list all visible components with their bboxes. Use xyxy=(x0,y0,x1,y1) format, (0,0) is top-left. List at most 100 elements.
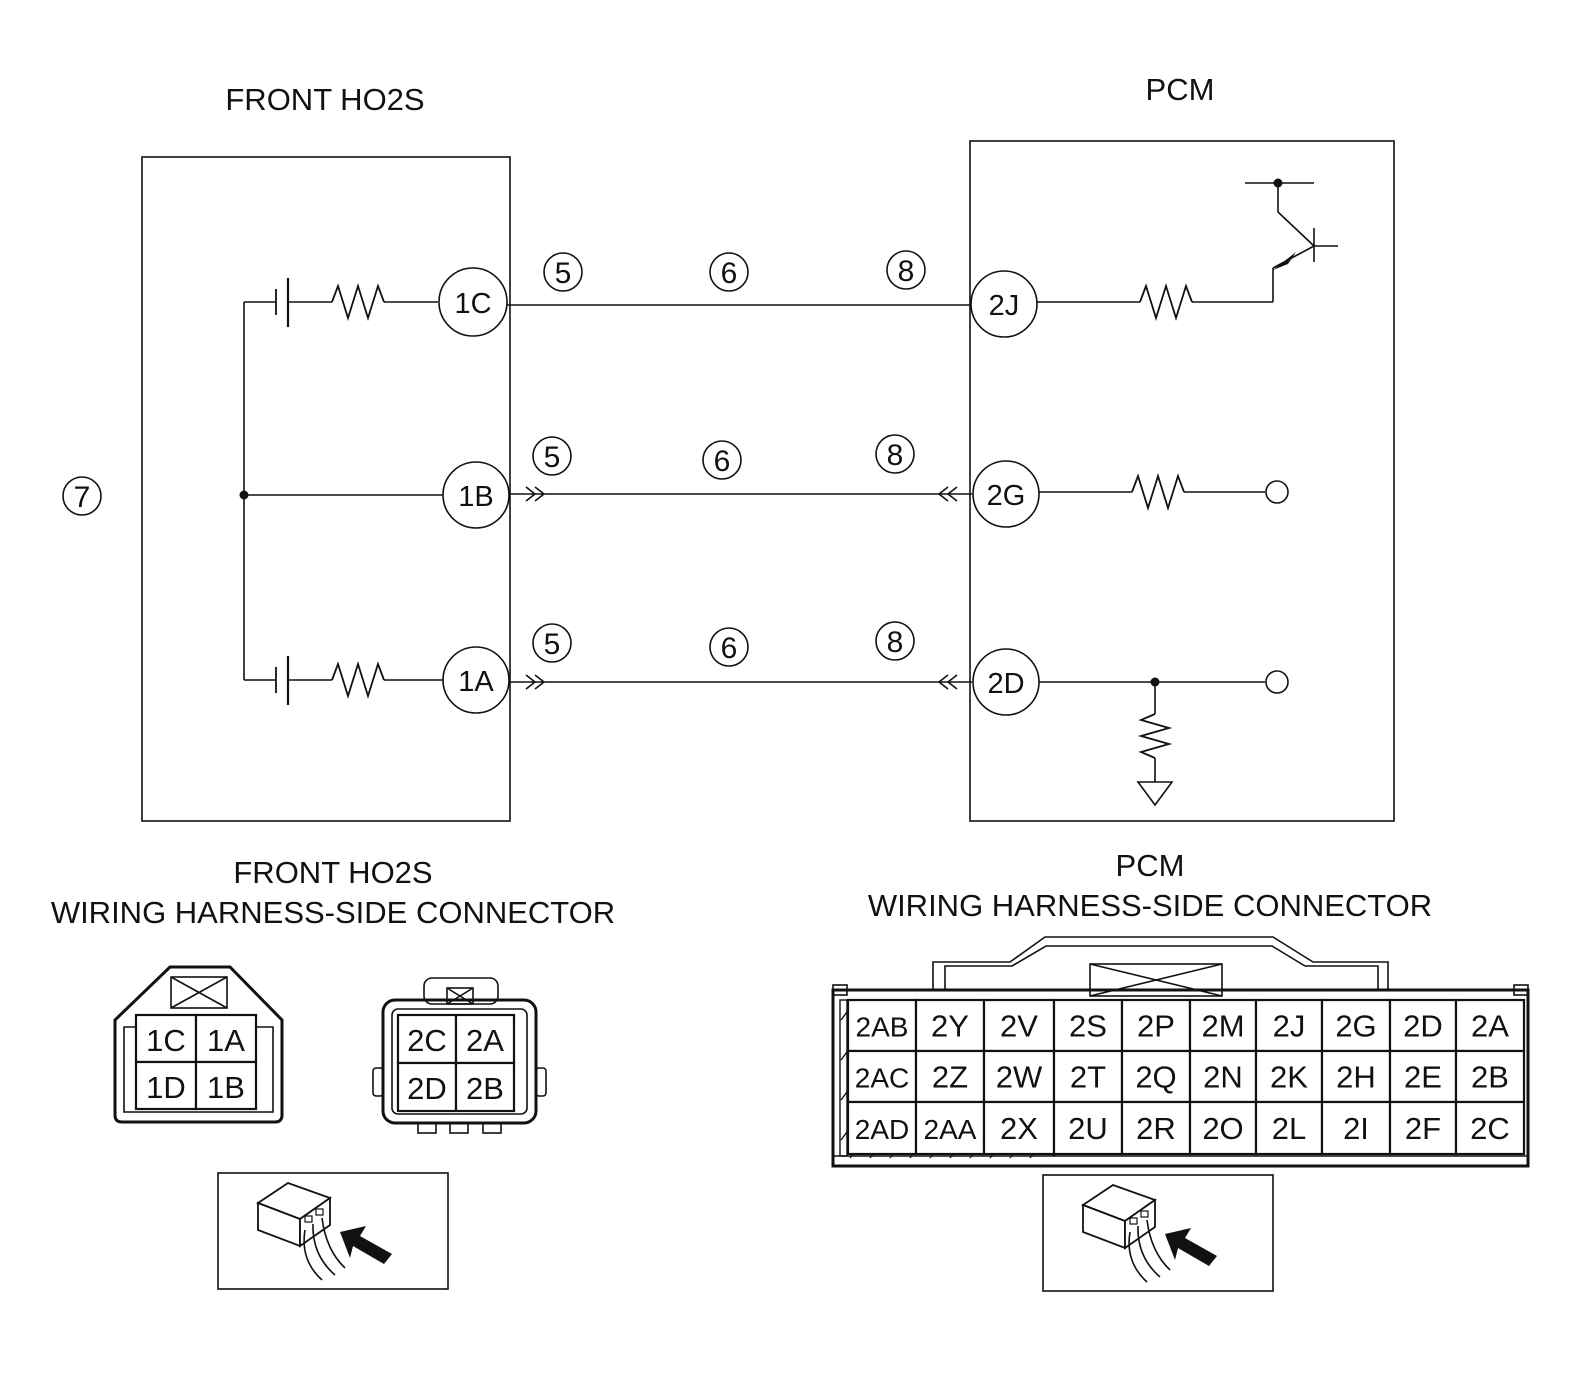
pcm-connector-cell xyxy=(846,998,918,1053)
pcm-connector-cell-label: 2D xyxy=(1403,1009,1443,1044)
connector-chevron xyxy=(937,674,949,690)
callout-5: 5 xyxy=(543,252,583,292)
pcm-connector-cell xyxy=(1188,1049,1258,1104)
pcm-connector-cell xyxy=(914,1100,986,1156)
pcm-connector-cell xyxy=(1120,1100,1192,1156)
pcm-connector-cell-label: 2O xyxy=(1202,1111,1243,1146)
pcm-connector-cell-label: 2S xyxy=(1069,1009,1107,1044)
connector-chevron xyxy=(946,486,958,502)
harness-wires xyxy=(507,304,972,690)
svg-text:6: 6 xyxy=(721,632,738,665)
pcm-connector-cell-label: 2AB xyxy=(856,1012,909,1043)
svg-text:8: 8 xyxy=(898,255,915,288)
transistor-icon xyxy=(1245,178,1338,270)
pcm-connector-cell-label: 2Q xyxy=(1135,1060,1176,1095)
resistor-icon xyxy=(1131,472,1185,512)
pcm-connector-cell xyxy=(1254,998,1324,1053)
pcm-connector-cell xyxy=(1254,1049,1324,1104)
pcm-connector-cell xyxy=(1052,1100,1124,1156)
svg-text:1A: 1A xyxy=(458,666,494,698)
ground-icon xyxy=(1136,781,1174,807)
pcm-connector-cell xyxy=(1052,1049,1124,1104)
svg-text:8: 8 xyxy=(887,626,904,659)
svg-text:6: 6 xyxy=(714,445,731,478)
pcm-connector-cell-label: 2F xyxy=(1405,1111,1441,1146)
sensor-terminal-1a: 1A xyxy=(442,646,510,714)
pcm-terminal-2j: 2J xyxy=(970,270,1038,338)
svg-text:1B: 1B xyxy=(207,1070,245,1105)
pcm-connector-cell xyxy=(1454,998,1526,1053)
svg-text:2G: 2G xyxy=(987,480,1026,512)
pcm-connector-cell-label: 2I xyxy=(1343,1111,1369,1146)
resistor-icon xyxy=(1139,282,1193,322)
pcm-connector-cell-label: 2AA xyxy=(924,1114,977,1145)
svg-text:2J: 2J xyxy=(989,290,1020,322)
pcm-connector-cell xyxy=(1188,1100,1258,1156)
pcm-connector-cell xyxy=(1388,1100,1458,1156)
callout-7: 7 xyxy=(62,476,102,516)
sensor-terminal-1b: 1B xyxy=(442,461,510,529)
pcm-box xyxy=(969,140,1395,822)
pcm-connector-cell-label: 2Z xyxy=(932,1060,968,1095)
open-terminal-icon xyxy=(1265,480,1289,504)
connector-chevron xyxy=(525,674,537,690)
pcm-connector-cell-label: 2U xyxy=(1068,1111,1108,1146)
pcm-connector-cell xyxy=(1320,1100,1392,1156)
pcm-connector-cell-label: 2T xyxy=(1070,1060,1106,1095)
svg-text:1C: 1C xyxy=(146,1023,186,1058)
pcm-connector-cell-label: 2G xyxy=(1335,1009,1376,1044)
callout-8: 8 xyxy=(886,250,926,290)
pcm-connector-cell-label: 2AC xyxy=(855,1063,909,1094)
pcm-connector-cell xyxy=(1388,1049,1458,1104)
pcm-connector-cell-label: 2Y xyxy=(931,1009,969,1044)
pcm-connector-cell-label: 2A xyxy=(1471,1009,1509,1044)
pcm-connector-cell-label: 2K xyxy=(1270,1060,1308,1095)
svg-text:1A: 1A xyxy=(207,1023,245,1058)
pcm-connector-cell xyxy=(1454,1100,1526,1156)
pcm-connector-cell xyxy=(846,1100,918,1156)
connector-chevron xyxy=(937,486,949,502)
pcm-connector-cell-label: 2W xyxy=(996,1060,1043,1095)
pcm-connector-cell xyxy=(982,998,1056,1053)
view-direction-icon xyxy=(217,1172,449,1290)
open-terminal-icon xyxy=(1265,670,1289,694)
svg-text:2D: 2D xyxy=(987,668,1024,700)
pcm-terminal-2d: 2D xyxy=(972,648,1040,716)
pcm-connector-cell-label: 2B xyxy=(1471,1060,1509,1095)
view-direction-icon xyxy=(1042,1174,1274,1292)
callout-6: 6 xyxy=(709,252,749,292)
pcm-connector-cell-label: 2M xyxy=(1201,1009,1244,1044)
pcm-connector-cell xyxy=(1120,998,1192,1053)
pcm-connector-cell-label: 2C xyxy=(1470,1111,1510,1146)
callout-8: 8 xyxy=(875,621,915,661)
svg-text:2D: 2D xyxy=(407,1071,447,1106)
sensor-internal-circuit xyxy=(239,278,443,705)
pcm-connector-cell-label: 2AD xyxy=(855,1114,909,1145)
svg-text:2A: 2A xyxy=(466,1023,504,1058)
sensor-terminal-1c: 1C xyxy=(438,267,508,337)
pcm-connector-cell-label: 2R xyxy=(1136,1111,1176,1146)
pcm-connector-cell-label: 2H xyxy=(1336,1060,1376,1095)
connector-chevron xyxy=(946,674,958,690)
pcm-connector-cell xyxy=(982,1049,1056,1104)
pcm-connector-cell-label: 2E xyxy=(1404,1060,1442,1095)
svg-text:5: 5 xyxy=(555,257,572,290)
callout-markers: 5 6 8 5 6 8 5 6 8 7 xyxy=(62,250,926,667)
pcm-connector-cell xyxy=(1320,1049,1392,1104)
sensor-title: FRONT HO2S xyxy=(225,82,424,117)
svg-text:2C: 2C xyxy=(407,1023,447,1058)
pcm-connector-cell-label: 2N xyxy=(1203,1060,1243,1095)
pcm-connector-cell-label: 2P xyxy=(1137,1009,1175,1044)
callout-6: 6 xyxy=(709,627,749,667)
svg-text:5: 5 xyxy=(544,628,561,661)
sensor-connector-subtitle: WIRING HARNESS-SIDE CONNECTOR xyxy=(51,895,615,930)
callout-8: 8 xyxy=(875,434,915,474)
svg-text:6: 6 xyxy=(721,257,738,290)
pcm-connector-cell-label: 2J xyxy=(1273,1009,1306,1044)
pcm-connector-cell xyxy=(1254,1100,1324,1156)
svg-text:8: 8 xyxy=(887,439,904,472)
connector-chevron xyxy=(534,486,546,502)
pcm-internal-circuit xyxy=(1037,178,1338,807)
sensor-connector-title: FRONT HO2S xyxy=(233,855,432,890)
